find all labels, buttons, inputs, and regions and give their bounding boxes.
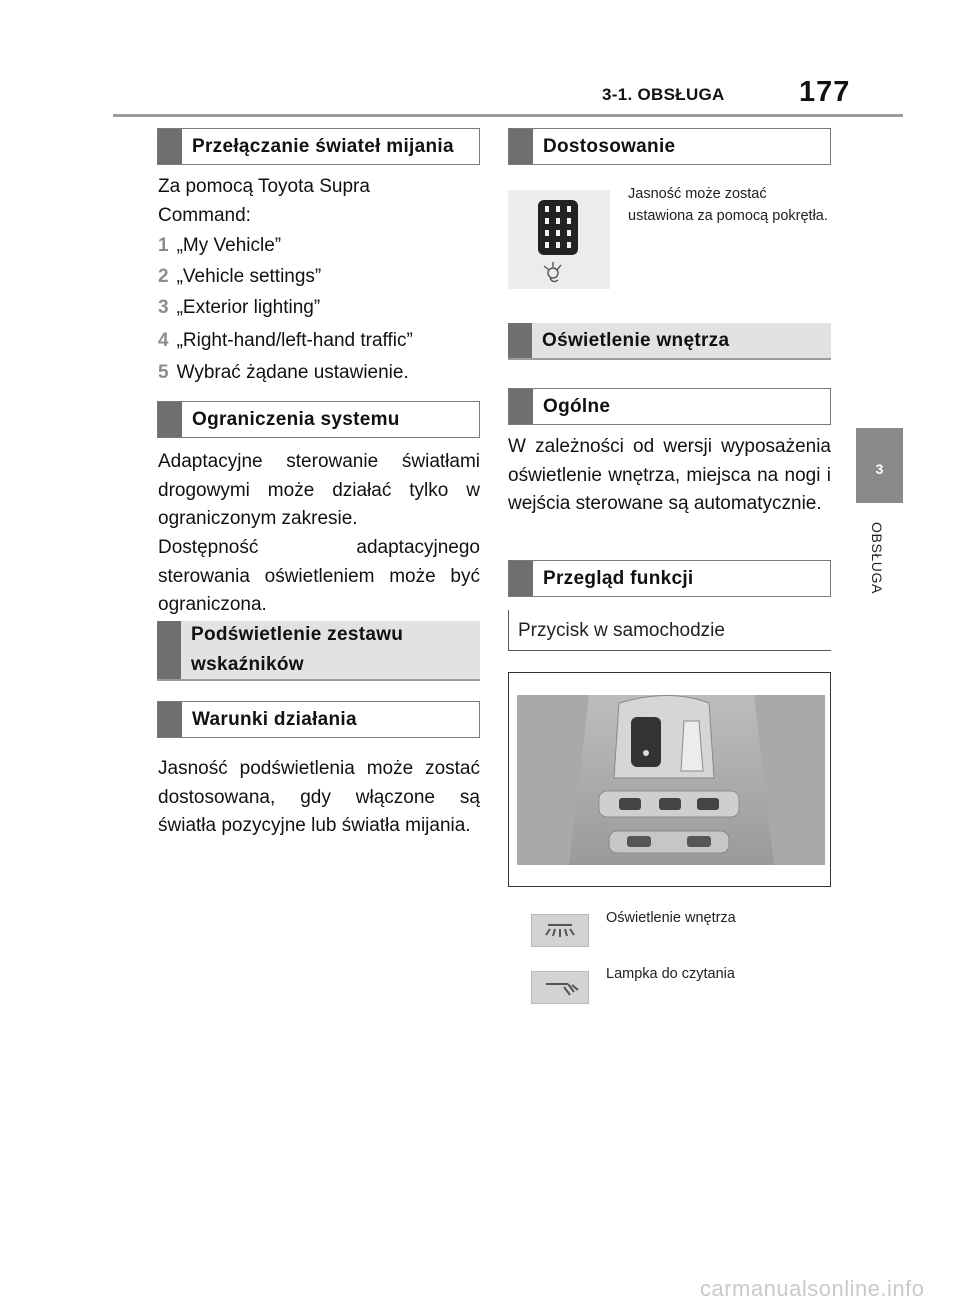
heading-bar: [158, 402, 182, 437]
heading-function-overview: Przegląd funkcji: [508, 560, 831, 597]
step-text: „My Vehicle”: [176, 235, 282, 256]
overhead-console-photo: [508, 672, 831, 887]
chapter-label-text: OBSŁUGA: [869, 522, 885, 594]
heading-interior-lighting: Oświetlenie wnętrza: [508, 323, 831, 360]
heading-general: Ogólne: [508, 388, 831, 425]
chapter-tab: 3: [856, 428, 903, 503]
heading-text: Ogólne: [543, 395, 611, 417]
heading-bar: [508, 323, 532, 358]
heading-low-beam-switch: Przełączanie świateł mijania: [157, 128, 480, 165]
step-text: „Vehicle settings”: [176, 266, 322, 287]
step-number: 5: [158, 362, 169, 383]
heading-text: Dostosowanie: [543, 135, 676, 157]
watermark: carmanualsonline.info: [700, 1276, 925, 1301]
step-5: 5 Wybrać żądane ustawienie.: [158, 362, 409, 384]
step-text: Wybrać żądane ustawienie.: [176, 362, 409, 383]
interior-light-icon: [531, 914, 589, 947]
step-number: 1: [158, 235, 169, 256]
step-text: „Right-hand/left-hand traffic”: [176, 330, 413, 351]
heading-text: Oświetlenie wnętrza: [542, 329, 730, 351]
step-number: 4: [158, 330, 169, 351]
paragraph-limits-2: Dostępność adaptacyjnego sterowania oświ…: [158, 537, 480, 615]
step-2: 2 „Vehicle settings”: [158, 266, 321, 288]
heading-operating-conditions: Warunki działania: [157, 701, 480, 738]
heading-bar: [509, 561, 533, 596]
intro-text: Za pomocą Toyota Supra Command:: [158, 176, 370, 226]
heading-text: Warunki działania: [192, 708, 357, 730]
step-4: 4 „Right-hand/left-hand traffic”: [158, 330, 413, 352]
legend-reading-light: Lampka do czytania: [606, 966, 735, 982]
paragraph-general: W zależności od wersji wyposażenia oświe…: [508, 436, 831, 514]
legend-interior-light: Oświetlenie wnętrza: [606, 910, 736, 926]
step-number: 2: [158, 266, 169, 287]
heading-system-limits: Ograniczenia systemu: [157, 401, 480, 438]
paragraph-limits-1: Adaptacyjne sterowanie światłami drogowy…: [158, 451, 480, 529]
section-title: 3-1. OBSŁUGA: [602, 85, 725, 104]
page-number: 177: [799, 76, 851, 108]
step-number: 3: [158, 297, 169, 318]
subheading-button-in-car: Przycisk w samochodzie: [508, 610, 831, 651]
step-3: 3 „Exterior lighting”: [158, 297, 320, 319]
brightness-knob-image: [508, 190, 610, 289]
heading-text: Podświetlenie zestawu wskaźników: [191, 624, 404, 675]
heading-bar: [509, 129, 533, 164]
heading-instrument-lighting: Podświetlenie zestawu wskaźników: [157, 621, 480, 681]
heading-bar: [509, 389, 533, 424]
heading-bar: [157, 621, 181, 679]
step-1: 1 „My Vehicle”: [158, 235, 281, 257]
chapter-label: OBSŁUGA: [857, 513, 897, 603]
header-rule: [113, 114, 903, 117]
subheading-text: Przycisk w samochodzie: [518, 620, 725, 641]
paragraph-brightness: Jasność podświetlenia może zostać dostos…: [158, 758, 480, 836]
heading-bar: [158, 129, 182, 164]
heading-text: Ograniczenia systemu: [192, 408, 400, 430]
reading-light-icon: [531, 971, 589, 1004]
heading-text: Przełączanie świateł mijania: [192, 135, 454, 157]
step-text: „Exterior lighting”: [176, 297, 321, 318]
knob-caption: Jasność może zostać ustawiona za pomocą …: [628, 186, 828, 224]
heading-bar: [158, 702, 182, 737]
heading-text: Przegląd funkcji: [543, 567, 694, 589]
heading-adjustment: Dostosowanie: [508, 128, 831, 165]
